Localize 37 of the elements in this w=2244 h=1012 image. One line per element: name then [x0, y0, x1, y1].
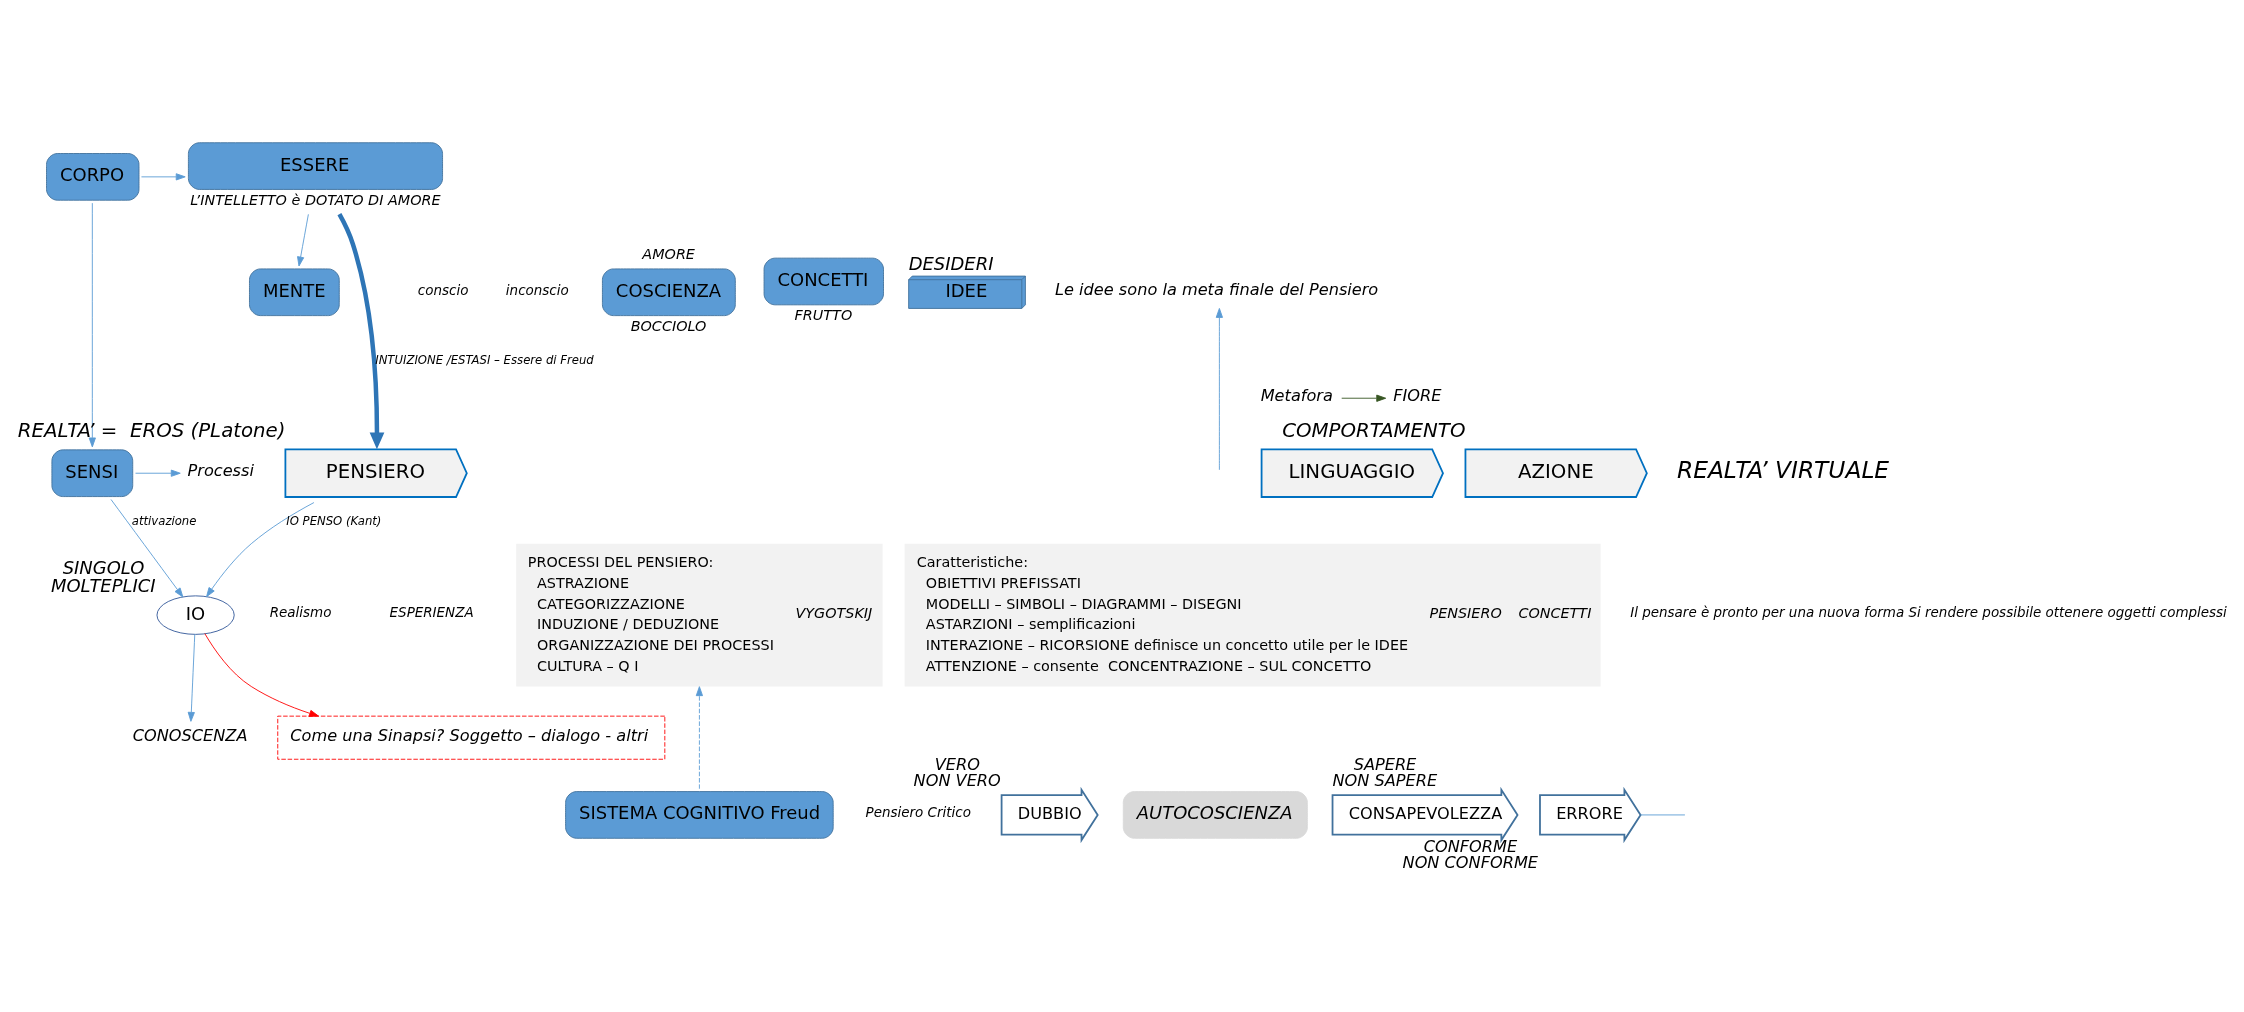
node-text: Processi: [187, 461, 254, 481]
arrow: [110, 499, 184, 598]
node-label: BOCCIOLO: [630, 317, 707, 334]
node-text: Le idee sono la meta finale del Pensiero: [1055, 280, 1379, 300]
node-label: L’INTELLETTO è DOTATO DI AMORE: [190, 191, 441, 208]
arrow: [206, 502, 315, 598]
label: ESPERIENZA: [389, 604, 474, 621]
node-box: Come una Sinapsi? Soggetto – dialogo - altri: [277, 715, 666, 760]
node-text: FIORE: [1393, 386, 1442, 406]
node-label: COMPORTAMENTO: [1282, 419, 1466, 443]
label: Realismo: [269, 604, 332, 621]
node-ellipse: IO: [156, 595, 235, 635]
connector: [1640, 814, 1686, 816]
arrow: [695, 686, 703, 790]
arrow: [1215, 308, 1223, 471]
label: REALTA’ VIRTUALE: [1676, 455, 1890, 484]
arrow: [204, 633, 319, 717]
label: conscio: [417, 281, 469, 298]
arrow: [141, 173, 186, 181]
node-box: PROCESSI DEL PENSIERO: ASTRAZIONE CATEGORIZZAZIONE INDUZIONE / DEDUZIONE ORGANIZZAZIONE DEI PROCESSI CULTURA – Q I VYGOTSKIJ: [516, 543, 883, 687]
arrow: [1341, 394, 1387, 402]
node-label: DESIDERI: [908, 252, 994, 274]
arrow: [187, 633, 196, 722]
arrow: [88, 202, 96, 448]
arrow: [337, 213, 385, 450]
node-label: FRUTTO: [794, 306, 853, 323]
label: Il pensare è pronto per una nuova forma Si rendere possibile ottenere oggetti complessi: [1630, 604, 2227, 621]
edge-label: IO PENSO (Kant): [286, 514, 382, 529]
node-label: AMORE: [642, 245, 695, 262]
arrow: [135, 469, 181, 477]
arrow: [297, 213, 309, 267]
node-label: REALTA’ = EROS (PLatone): [17, 419, 286, 443]
node-text: CONOSCENZA: [132, 725, 248, 745]
edge-label: attivazione: [131, 514, 197, 529]
node-text: Metafora: [1260, 386, 1333, 406]
label: inconscio: [505, 281, 569, 298]
label: Pensiero Critico: [865, 804, 971, 821]
